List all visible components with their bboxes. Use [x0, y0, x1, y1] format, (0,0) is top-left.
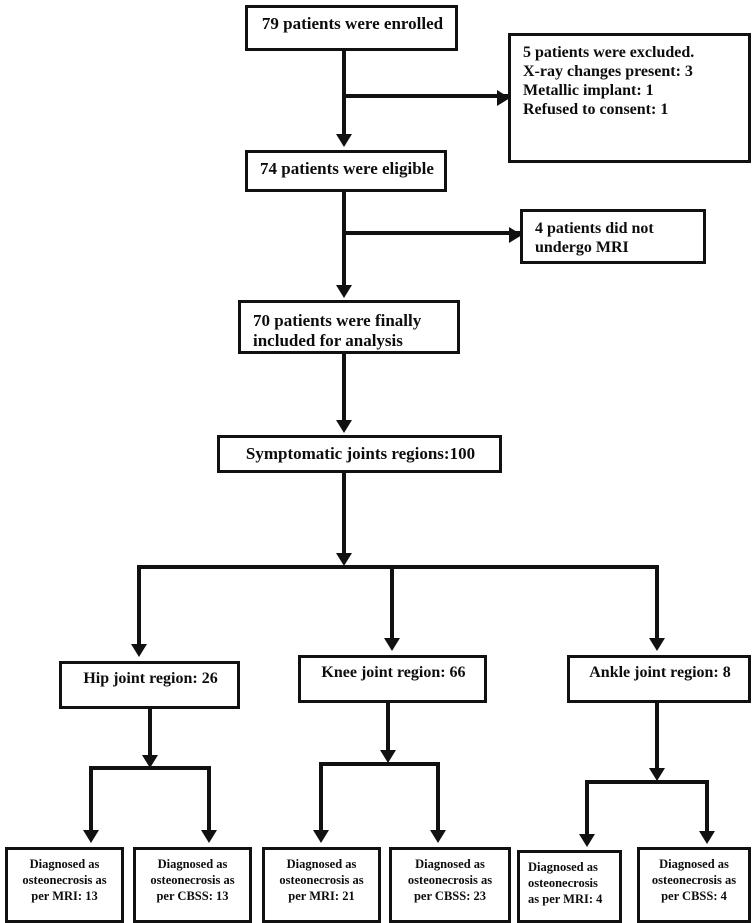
arrow-enrolled-to-eligible [336, 134, 352, 147]
node-included-for-analysis: 70 patients were finally included for an… [238, 300, 460, 354]
connector-knee-down [386, 703, 390, 753]
node-symptomatic-joint-regions: Symptomatic joints regions:100 [217, 435, 502, 473]
arrow-ankle-to-cbss [699, 831, 715, 844]
node-ankle-diagnosed-mri: Diagnosed as osteonecrosis as per MRI: 4 [517, 850, 622, 923]
arrow-symptomatic-down [336, 553, 352, 566]
connector-hip-to-cbss [207, 766, 211, 831]
node-excluded: 5 patients were excluded. X-ray changes … [508, 33, 751, 163]
connector-hip-down [148, 709, 152, 759]
connector-ankle-to-mri [585, 780, 589, 835]
arrow-to-hip [131, 644, 147, 657]
arrow-to-no-mri [509, 227, 522, 243]
node-hip-joint-region: Hip joint region: 26 [59, 661, 240, 709]
arrow-hip-down [142, 755, 158, 768]
arrow-to-excluded [497, 90, 510, 106]
node-ankle-diagnosed-cbss: Diagnosed as osteonecrosis as per CBSS: … [637, 847, 751, 923]
node-ankle-joint-region: Ankle joint region: 8 [567, 655, 751, 703]
connector-to-no-mri [342, 231, 520, 235]
connector-to-knee [390, 565, 394, 639]
arrow-knee-down [380, 750, 396, 763]
connector-hip-split-bar [89, 766, 211, 770]
arrow-hip-to-mri [83, 830, 99, 843]
connector-to-ankle [655, 565, 659, 639]
connector-symptomatic-down [342, 473, 346, 557]
connector-hip-to-mri [89, 766, 93, 831]
connector-knee-split-bar [319, 762, 440, 766]
node-eligible: 74 patients were eligible [245, 150, 447, 192]
node-knee-diagnosed-mri: Diagnosed as osteonecrosis as per MRI: 2… [262, 847, 381, 923]
connector-enrolled-to-eligible [342, 51, 346, 136]
node-enrolled: 79 patients were enrolled [245, 5, 458, 51]
arrow-to-ankle [649, 638, 665, 651]
arrow-knee-to-mri [313, 830, 329, 843]
node-knee-diagnosed-cbss: Diagnosed as osteonecrosis as per CBSS: … [389, 847, 511, 923]
connector-joint-split-bar [137, 565, 659, 569]
arrow-included-to-symptomatic [336, 420, 352, 433]
arrow-to-knee [384, 638, 400, 651]
connector-included-to-symptomatic [342, 354, 346, 421]
connector-ankle-split-bar [585, 780, 709, 784]
node-did-not-undergo-mri: 4 patients did not undergo MRI [520, 209, 706, 264]
arrow-ankle-down [649, 768, 665, 781]
connector-knee-to-cbss [436, 762, 440, 832]
connector-knee-to-mri [319, 762, 323, 832]
connector-to-hip [137, 565, 141, 645]
node-knee-joint-region: Knee joint region: 66 [298, 655, 487, 703]
arrow-knee-to-cbss [430, 830, 446, 843]
connector-ankle-to-cbss [705, 780, 709, 832]
connector-eligible-to-included [342, 192, 346, 287]
node-hip-diagnosed-mri: Diagnosed as osteonecrosis as per MRI: 1… [5, 847, 124, 923]
node-hip-diagnosed-cbss: Diagnosed as osteonecrosis as per CBSS: … [133, 847, 252, 923]
arrow-hip-to-cbss [201, 830, 217, 843]
arrow-ankle-to-mri [579, 834, 595, 847]
arrow-eligible-to-included [336, 285, 352, 298]
connector-ankle-down [655, 703, 659, 771]
connector-to-excluded [342, 94, 508, 98]
